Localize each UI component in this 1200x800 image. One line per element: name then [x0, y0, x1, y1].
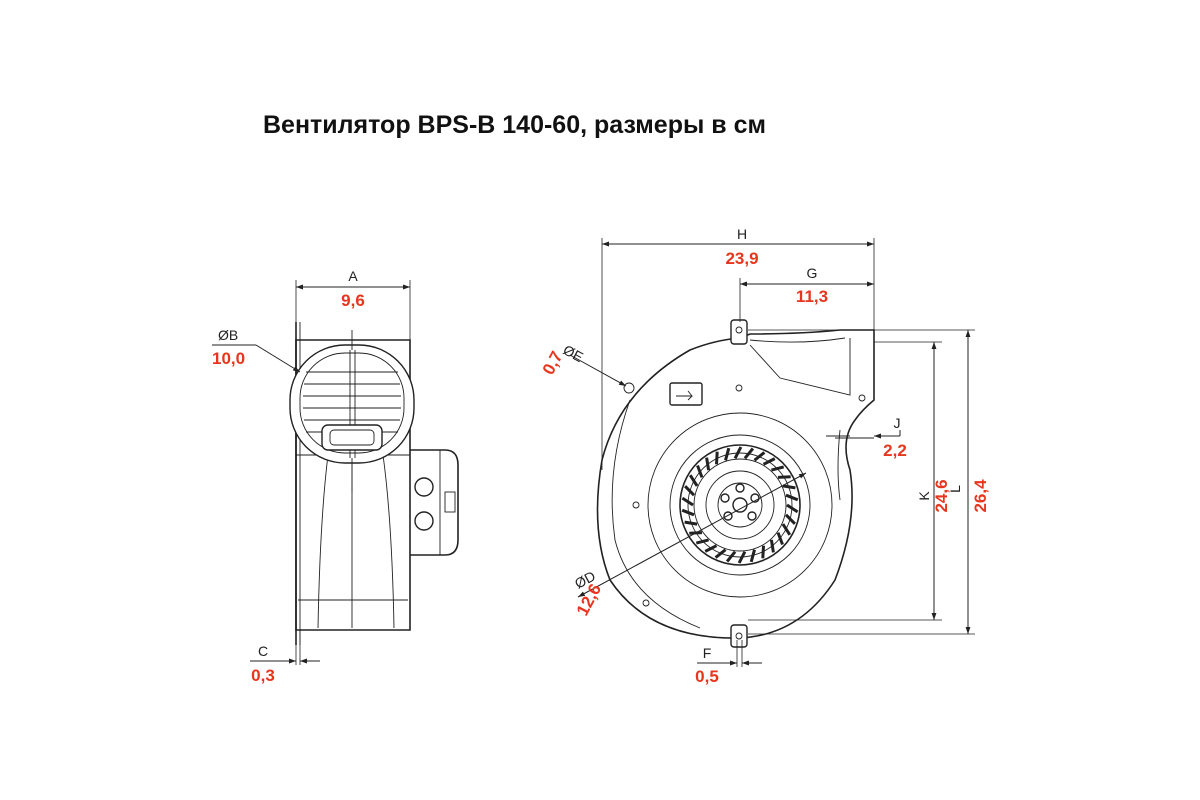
impeller-blade: [684, 520, 698, 526]
side-motor-housing: [410, 449, 459, 556]
dim-J: J 2,2: [826, 415, 907, 460]
dim-B-letter: ØB: [218, 327, 238, 343]
dim-G-value: 11,3: [796, 287, 828, 306]
dim-A-value: 9,6: [341, 291, 365, 310]
dim-B-value: 10,0: [212, 349, 245, 368]
impeller-blade: [776, 532, 784, 546]
impeller-blade: [715, 451, 719, 465]
dim-B: ØB 10,0: [212, 327, 301, 373]
page-title: Вентилятор BPS-B 140-60, размеры в см: [263, 111, 766, 139]
dim-F: F 0,5: [695, 640, 762, 686]
dim-C: C 0,3: [250, 630, 320, 685]
dim-C-letter: C: [258, 643, 268, 659]
dim-L: L 26,4: [748, 329, 990, 635]
impeller-blade: [777, 475, 791, 479]
dim-K-value: 24,6: [932, 479, 951, 512]
front-view: H 23,9 G 11,3 ØE 0,7 ØD 12,6 J 2,: [539, 226, 990, 686]
side-view: A 9,6 ØB 10,0 C 0,3: [212, 268, 459, 685]
impeller-blade: [695, 538, 709, 545]
impeller-blade: [771, 465, 785, 472]
front-volute-outline: [596, 329, 875, 639]
dim-K-letter: K: [916, 491, 932, 501]
impeller-blade: [705, 457, 711, 471]
dim-G: G 11,3: [739, 265, 874, 322]
impeller-blade: [753, 451, 766, 462]
dim-K: K 24,6: [748, 341, 951, 621]
dim-C-value: 0,3: [251, 666, 275, 685]
dim-L-letter: L: [947, 485, 963, 493]
impeller-blade: [749, 549, 756, 563]
dim-H: H 23,9: [601, 226, 875, 470]
dim-E: ØE 0,7: [539, 342, 627, 387]
impeller-blade: [733, 446, 743, 459]
impeller-blade: [769, 539, 775, 553]
dim-H-letter: H: [737, 226, 747, 242]
impeller-blade: [724, 447, 731, 461]
impeller-blade: [714, 548, 727, 559]
dim-H-value: 23,9: [725, 249, 758, 268]
dim-J-letter: J: [894, 415, 901, 431]
dim-L-value: 26,4: [971, 479, 990, 513]
dim-F-letter: F: [703, 645, 712, 661]
dim-F-value: 0,5: [695, 667, 719, 686]
impeller-blade: [761, 545, 765, 559]
dim-A: A 9,6: [295, 268, 411, 340]
impeller-blade: [743, 447, 755, 460]
dim-A-letter: A: [348, 268, 358, 284]
impeller-blade: [762, 457, 776, 466]
dim-J-value: 2,2: [883, 441, 907, 460]
impeller-blade: [696, 464, 704, 478]
side-inlet-grille: [289, 330, 415, 492]
dim-G-letter: G: [807, 265, 818, 281]
front-impeller: [647, 412, 833, 598]
impeller-blade: [782, 484, 796, 490]
